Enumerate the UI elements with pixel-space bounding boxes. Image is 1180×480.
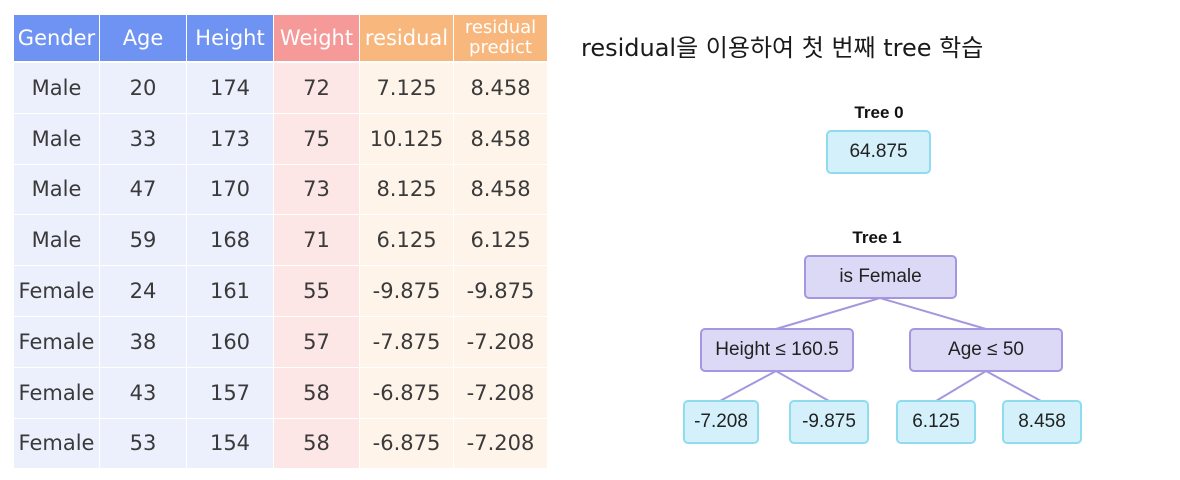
table-cell: Female (14, 266, 100, 317)
edge-right-leaf1 (935, 370, 987, 402)
table-header-row: Gender Age Height Weight residual residu… (14, 15, 548, 63)
table-cell: 59 (100, 215, 187, 267)
header-residual-predict: residual predict (454, 15, 548, 63)
table-cell: 168 (187, 215, 274, 267)
table-cell: 154 (187, 418, 274, 470)
data-table: Gender Age Height Weight residual residu… (14, 15, 548, 470)
table-cell: -7.208 (454, 367, 548, 419)
header-gender: Gender (14, 15, 100, 63)
tree1-root-node: is Female (804, 255, 957, 299)
table-cell: Female (14, 418, 100, 470)
tree1-leaf-3: 6.125 (896, 400, 976, 444)
table-cell: 58 (274, 418, 360, 470)
table-cell: 6.125 (454, 215, 548, 267)
tree1-left-split-node: Height ≤ 160.5 (700, 328, 854, 372)
tree0-label: Tree 0 (854, 103, 904, 122)
table-cell: 71 (274, 215, 360, 267)
table-cell: 10.125 (360, 113, 454, 165)
table-cell: 8.458 (454, 164, 548, 216)
table-cell: 170 (187, 164, 274, 216)
table-cell: Male (14, 215, 100, 267)
table-cell: 8.458 (454, 63, 548, 114)
table-cell: 33 (100, 113, 187, 165)
table-cell: -7.208 (454, 418, 548, 470)
header-height: Height (187, 15, 274, 63)
table-cell: 38 (100, 316, 187, 368)
table-cell: 57 (274, 316, 360, 368)
table-cell: 6.125 (360, 215, 454, 267)
caption-title: residual을 이용하여 첫 번째 tree 학습 (581, 34, 984, 62)
table-cell: 20 (100, 63, 187, 114)
edge-root-right (879, 297, 987, 330)
table-cell: 160 (187, 316, 274, 368)
table-cell: 157 (187, 367, 274, 419)
edge-root-left (775, 297, 881, 330)
edge-left-leaf2 (775, 370, 830, 402)
table-cell: Female (14, 367, 100, 419)
tree0-node: 64.875 (826, 130, 931, 174)
table-cell: -9.875 (360, 266, 454, 317)
table-cell: 55 (274, 266, 360, 317)
table-cell: 161 (187, 266, 274, 317)
table-cell: -6.875 (360, 418, 454, 470)
tree1-leaf-4: 8.458 (1002, 400, 1082, 444)
table-cell: 58 (274, 367, 360, 419)
table-cell: Female (14, 316, 100, 368)
table-cell: 8.458 (454, 113, 548, 165)
table-cell: Male (14, 164, 100, 216)
edge-left-leaf1 (719, 370, 777, 402)
table-cell: 7.125 (360, 63, 454, 114)
table-cell: 174 (187, 63, 274, 114)
header-residual: residual (360, 15, 454, 63)
table-cell: -7.208 (454, 316, 548, 368)
table-cell: 53 (100, 418, 187, 470)
tree1-leaf-1: -7.208 (683, 400, 759, 444)
tree1-leaf-2: -9.875 (789, 400, 869, 444)
table-cell: 72 (274, 63, 360, 114)
table-cell: 24 (100, 266, 187, 317)
table-cell: -7.875 (360, 316, 454, 368)
table-cell: Male (14, 113, 100, 165)
edge-right-leaf2 (985, 370, 1042, 402)
table-cell: 47 (100, 164, 187, 216)
table-cell: 73 (274, 164, 360, 216)
table-cell: -6.875 (360, 367, 454, 419)
table-cell: 75 (274, 113, 360, 165)
header-weight: Weight (274, 15, 360, 63)
table-cell: Male (14, 63, 100, 114)
table-cell: 8.125 (360, 164, 454, 216)
tree1-label: Tree 1 (852, 228, 902, 247)
table-cell: 173 (187, 113, 274, 165)
tree1-right-split-node: Age ≤ 50 (909, 328, 1063, 372)
table-cell: 43 (100, 367, 187, 419)
table-cell: -9.875 (454, 266, 548, 317)
header-age: Age (100, 15, 187, 63)
